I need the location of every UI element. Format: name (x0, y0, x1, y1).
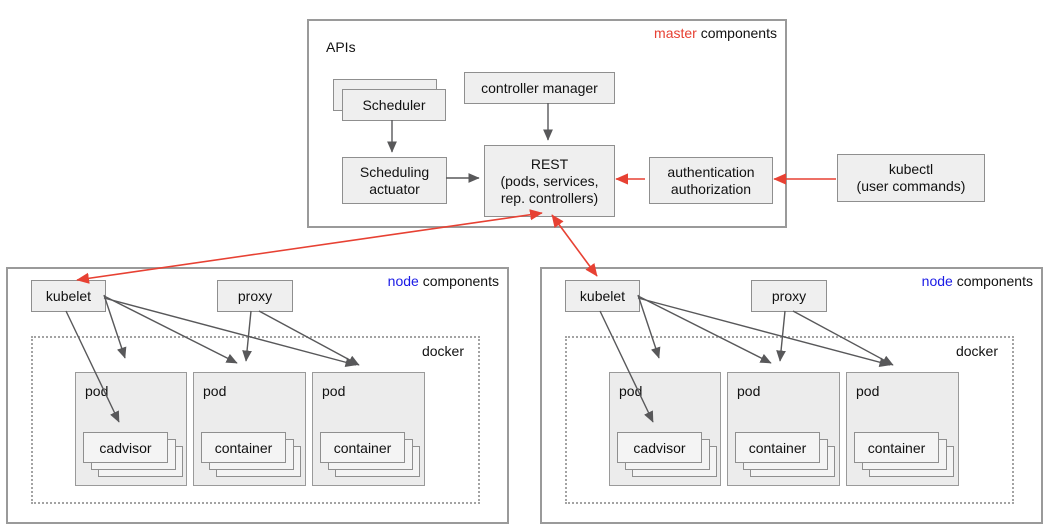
docker-label: docker (955, 343, 998, 359)
master-components-title: master components (654, 25, 777, 41)
proxy-label: proxy (237, 287, 273, 304)
pod-label: pod (856, 383, 880, 399)
proxy-box-left: proxy (217, 280, 293, 312)
proxy-box-right: proxy (751, 280, 827, 312)
pod-box: pod cadvisor (609, 372, 721, 486)
pod-box: pod container (727, 372, 840, 486)
kubelet-box-left: kubelet (31, 280, 106, 312)
rest-api-box: REST (pods, services, rep. controllers) (484, 145, 615, 217)
auth-box: authentication authorization (649, 157, 773, 204)
pod-label: pod (322, 383, 346, 399)
node-components-group-left: node components kubelet proxy docker pod… (6, 267, 509, 524)
cadvisor-stack: cadvisor (617, 432, 718, 478)
scheduling-actuator-line2: actuator (369, 180, 420, 197)
cadvisor-stack: cadvisor (83, 432, 184, 478)
container-stack: container (735, 432, 836, 478)
pod-box: pod cadvisor (75, 372, 187, 486)
kubectl-box: kubectl (user commands) (837, 154, 985, 202)
node-title-rest: components (418, 273, 499, 289)
kubelet-box-right: kubelet (565, 280, 640, 312)
pod-box: pod container (846, 372, 959, 486)
kubectl-line1: kubectl (888, 161, 934, 177)
kubelet-label: kubelet (45, 287, 92, 304)
node-title-accent: node (921, 273, 953, 289)
pod-label: pod (203, 383, 227, 399)
kubectl-line2: (user commands) (856, 178, 966, 194)
container-label: container (748, 439, 807, 456)
container-stack: container (854, 432, 955, 478)
container-stack: container (201, 432, 302, 478)
pod-label: pod (737, 383, 761, 399)
controller-manager-box: controller manager (464, 72, 615, 104)
kubelet-label: kubelet (579, 287, 626, 304)
auth-line2: authorization (670, 180, 752, 197)
node-title-rest: components (952, 273, 1033, 289)
container-label: container (214, 439, 273, 456)
pod-box: pod container (193, 372, 306, 486)
auth-line1: authentication (667, 163, 755, 180)
apis-label: APIs (326, 39, 356, 55)
node-title-accent: node (387, 273, 419, 289)
container-box: container (201, 432, 286, 463)
master-components-group: master components APIs Scheduler control… (307, 19, 787, 228)
cadvisor-label: cadvisor (99, 439, 152, 456)
container-box: container (320, 432, 405, 463)
container-label: container (333, 439, 392, 456)
container-stack: container (320, 432, 421, 478)
cadvisor-label: cadvisor (633, 439, 686, 456)
scheduling-actuator-box: Scheduling actuator (342, 157, 447, 204)
cadvisor-box: cadvisor (617, 432, 702, 463)
node-components-group-right: node components kubelet proxy docker pod… (540, 267, 1043, 524)
node-components-title-left: node components (388, 273, 499, 289)
master-title-accent: master (654, 25, 697, 41)
rest-line2: (pods, services, (500, 172, 599, 189)
pod-label: pod (85, 383, 109, 399)
docker-box-right: docker pod cadvisor pod container pod (565, 336, 1014, 504)
rest-line3: rep. controllers) (500, 189, 599, 206)
container-label: container (867, 439, 926, 456)
docker-label: docker (421, 343, 464, 359)
scheduler-box: Scheduler (342, 89, 446, 121)
cadvisor-box: cadvisor (83, 432, 168, 463)
controller-manager-label: controller manager (481, 79, 598, 96)
pod-box: pod container (312, 372, 425, 486)
docker-box-left: docker pod cadvisor pod container pod (31, 336, 480, 504)
scheduler-label: Scheduler (362, 96, 426, 113)
rest-line1: REST (530, 155, 569, 172)
node-components-title-right: node components (922, 273, 1033, 289)
master-title-rest: components (696, 25, 777, 41)
container-box: container (854, 432, 939, 463)
pod-label: pod (619, 383, 643, 399)
scheduling-actuator-line1: Scheduling (359, 163, 430, 180)
proxy-label: proxy (771, 287, 807, 304)
container-box: container (735, 432, 820, 463)
